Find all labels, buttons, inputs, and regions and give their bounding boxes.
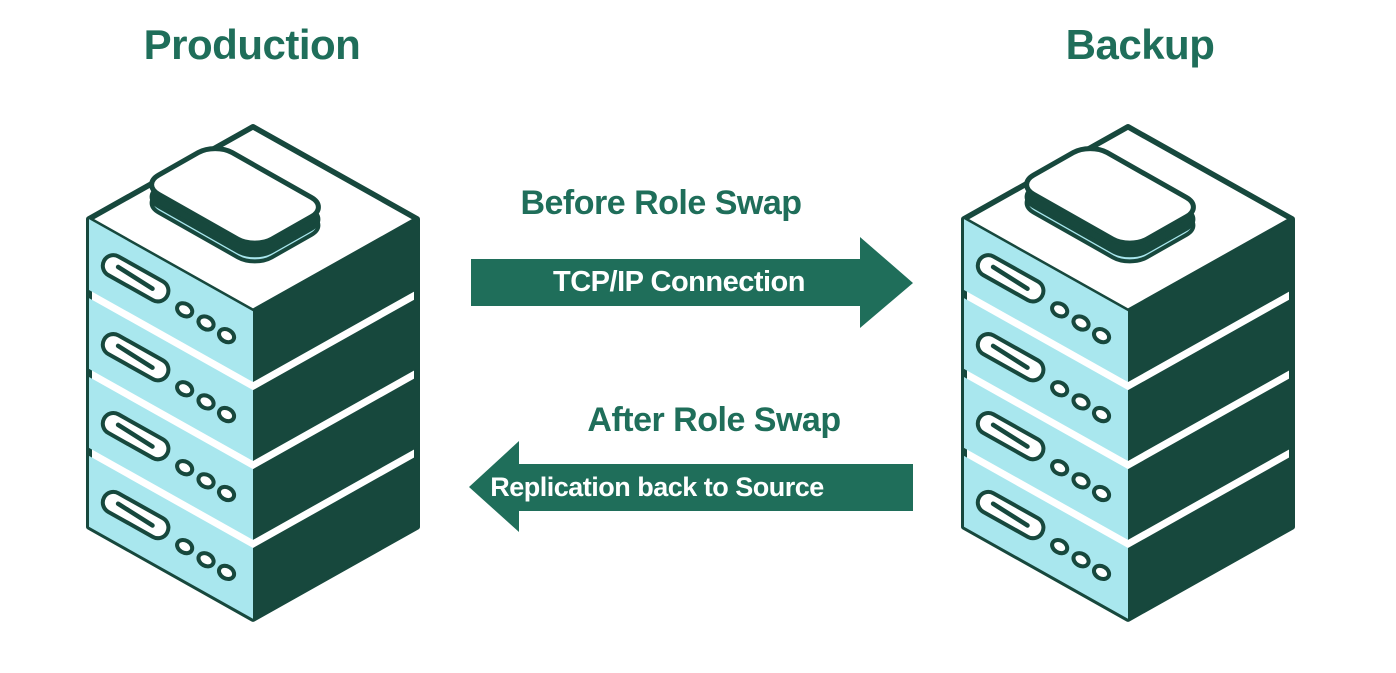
forward-arrow <box>471 237 913 328</box>
production-title: Production <box>143 21 361 68</box>
replication-back-label: Replication back to Source <box>490 472 824 502</box>
before-role-swap-title: Before Role Swap <box>520 184 802 222</box>
backward-arrow <box>469 441 913 532</box>
after-role-swap-title: After Role Swap <box>587 401 841 439</box>
tcp-ip-connection-label: TCP/IP Connection <box>553 266 805 298</box>
backup-title: Backup <box>1065 21 1215 68</box>
